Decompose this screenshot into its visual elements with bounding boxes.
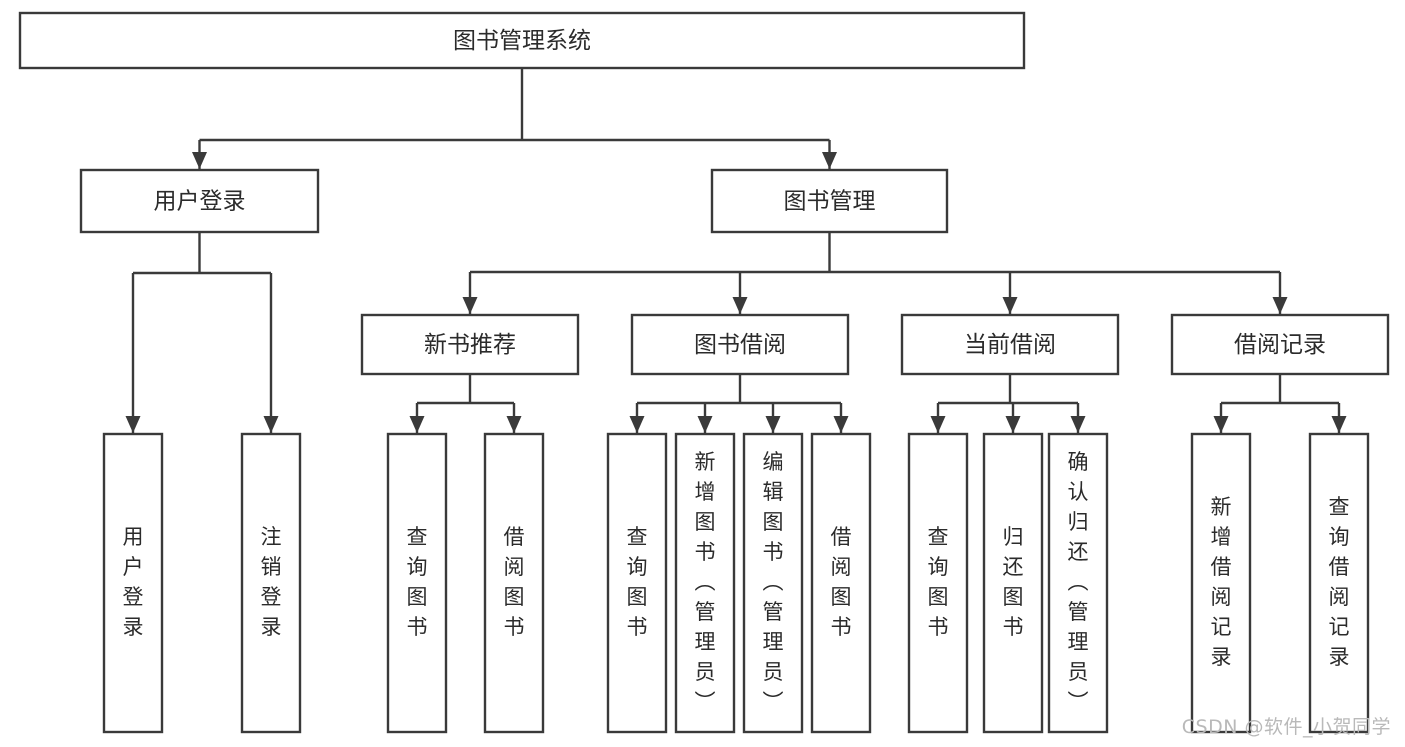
node-box-root — [18, 11, 1026, 70]
connector-layer — [125, 68, 1347, 433]
node-nbr-query-book[interactable]: 查询图书 — [386, 432, 448, 734]
node-bb-query-book[interactable]: 查询图书 — [606, 432, 668, 734]
node-box-bb-borrow-book — [810, 432, 872, 734]
node-label-book-borrow: 图书借阅 — [694, 332, 786, 358]
node-box-cb-query-book — [907, 432, 969, 734]
node-cb-query-book[interactable]: 查询图书 — [907, 432, 969, 734]
arrow-head-icon-br-add-record — [1213, 416, 1229, 433]
node-book-manage[interactable]: 图书管理 — [710, 168, 949, 234]
node-box-borrow-record — [1170, 313, 1390, 376]
node-root[interactable]: 图书管理系统 — [18, 11, 1026, 70]
node-new-book-rec[interactable]: 新书推荐 — [360, 313, 580, 376]
arrow-head-icon-new-book-rec — [462, 297, 478, 314]
node-box-user-login — [79, 168, 320, 234]
node-box-nbr-query-book — [386, 432, 448, 734]
node-bb-add-book[interactable]: 新增图书︵管理员︶ — [674, 432, 736, 734]
arrow-head-icon-bb-add-book — [697, 416, 713, 433]
node-label-leaf-user-logout: 注销登录 — [261, 525, 282, 639]
node-label-nbr-query-book: 查询图书 — [407, 525, 428, 639]
node-label-cb-confirm-return: 确认归还︵管理员︶ — [1068, 450, 1089, 714]
arrow-head-icon-br-query-record — [1331, 416, 1347, 433]
node-nbr-borrow-book[interactable]: 借阅图书 — [483, 432, 545, 734]
node-cb-return-book[interactable]: 归还图书 — [982, 432, 1044, 734]
node-leaf-user-login[interactable]: 用户登录 — [102, 432, 164, 734]
arrow-head-icon-current-borrow — [1002, 297, 1018, 314]
node-box-bb-query-book — [606, 432, 668, 734]
node-label-cb-return-book: 归还图书 — [1003, 525, 1024, 639]
node-label-bb-borrow-book: 借阅图书 — [831, 525, 852, 639]
node-box-cb-return-book — [982, 432, 1044, 734]
node-label-borrow-record: 借阅记录 — [1234, 332, 1326, 358]
node-box-bb-edit-book — [742, 432, 804, 734]
node-box-leaf-user-logout — [240, 432, 302, 734]
arrow-head-icon-book-manage — [822, 152, 837, 169]
node-label-br-add-record: 新增借阅记录 — [1211, 495, 1232, 669]
node-br-add-record[interactable]: 新增借阅记录 — [1190, 432, 1252, 734]
node-box-br-add-record — [1190, 432, 1252, 734]
node-box-cb-confirm-return — [1047, 432, 1109, 734]
node-box-nbr-borrow-book — [483, 432, 545, 734]
node-box-leaf-user-login — [102, 432, 164, 734]
node-label-bb-query-book: 查询图书 — [627, 525, 648, 639]
node-label-book-manage: 图书管理 — [784, 189, 876, 215]
node-cb-confirm-return[interactable]: 确认归还︵管理员︶ — [1047, 432, 1109, 734]
node-box-new-book-rec — [360, 313, 580, 376]
node-br-query-record[interactable]: 查询借阅记录 — [1308, 432, 1370, 734]
arrow-head-icon-book-borrow — [732, 297, 748, 314]
arrow-head-icon-nbr-query-book — [409, 416, 425, 433]
csdn-watermark: CSDN @软件_小贺同学 — [1181, 716, 1391, 738]
arrow-head-icon-user-login — [192, 152, 207, 169]
arrow-head-icon-bb-borrow-book — [833, 416, 849, 433]
arrow-head-icon-cb-query-book — [930, 416, 946, 433]
arrow-head-icon-nbr-borrow-book — [506, 416, 522, 433]
node-borrow-record[interactable]: 借阅记录 — [1170, 313, 1390, 376]
node-label-br-query-record: 查询借阅记录 — [1329, 495, 1350, 669]
arrow-head-icon-leaf-user-logout — [263, 416, 279, 433]
node-current-borrow[interactable]: 当前借阅 — [900, 313, 1120, 376]
node-label-root: 图书管理系统 — [453, 28, 591, 54]
node-bb-edit-book[interactable]: 编辑图书︵管理员︶ — [742, 432, 804, 734]
arrow-head-icon-borrow-record — [1272, 297, 1288, 314]
node-box-book-borrow — [630, 313, 850, 376]
node-label-bb-edit-book: 编辑图书︵管理员︶ — [763, 450, 784, 714]
node-bb-borrow-book[interactable]: 借阅图书 — [810, 432, 872, 734]
node-label-current-borrow: 当前借阅 — [964, 332, 1056, 358]
arrow-head-icon-leaf-user-login — [125, 416, 141, 433]
node-box-current-borrow — [900, 313, 1120, 376]
node-box-bb-add-book — [674, 432, 736, 734]
node-book-borrow[interactable]: 图书借阅 — [630, 313, 850, 376]
node-user-login[interactable]: 用户登录 — [79, 168, 320, 234]
node-label-user-login: 用户登录 — [154, 189, 246, 215]
node-box-br-query-record — [1308, 432, 1370, 734]
node-label-nbr-borrow-book: 借阅图书 — [504, 525, 525, 639]
node-label-new-book-rec: 新书推荐 — [424, 332, 516, 358]
node-label-leaf-user-login: 用户登录 — [123, 525, 144, 639]
arrow-head-icon-cb-confirm-return — [1070, 416, 1086, 433]
arrow-head-icon-bb-query-book — [629, 416, 645, 433]
node-layer: 图书管理系统用户登录图书管理新书推荐图书借阅当前借阅借阅记录用户登录注销登录查询… — [18, 11, 1390, 734]
node-label-cb-query-book: 查询图书 — [928, 525, 949, 639]
node-box-book-manage — [710, 168, 949, 234]
arrow-head-icon-cb-return-book — [1005, 416, 1021, 433]
node-leaf-user-logout[interactable]: 注销登录 — [240, 432, 302, 734]
node-label-bb-add-book: 新增图书︵管理员︶ — [695, 450, 716, 714]
arrow-head-icon-bb-edit-book — [765, 416, 781, 433]
